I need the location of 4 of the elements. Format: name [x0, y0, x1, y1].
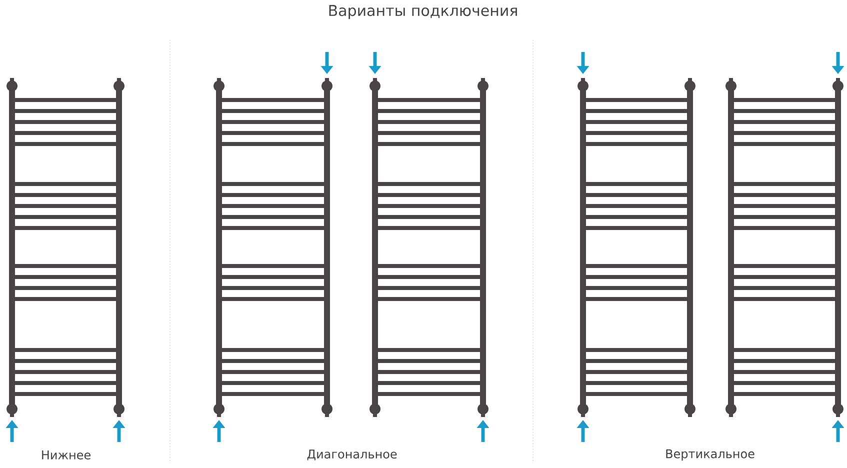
- caption: Диагональное: [307, 450, 397, 460]
- caption: Вертикальное: [666, 449, 754, 461]
- caption: Нижнее: [42, 450, 90, 460]
- title: Варианты подключения: [329, 4, 517, 20]
